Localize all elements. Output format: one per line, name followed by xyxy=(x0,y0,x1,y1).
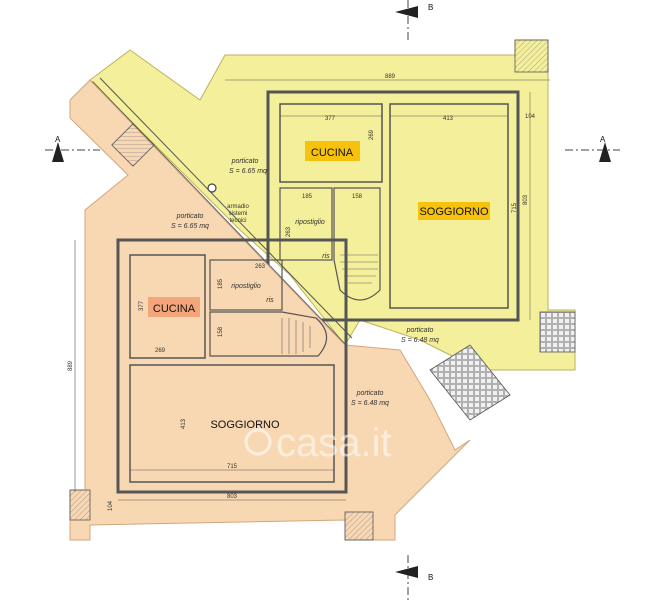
upper-cabinet-label-2: sistemi xyxy=(229,211,248,217)
upper-dim-right-small: 104 xyxy=(525,114,536,120)
section-arrow-a-right xyxy=(599,142,611,162)
lower-porch-top-area: S = 6.65 mq xyxy=(171,223,209,230)
lower-porch-steps-left xyxy=(69,489,91,521)
lower-unit: 889 377 269 185 263 158 413 715 803 104 … xyxy=(68,79,471,541)
lower-porch-bottom-label: porticato xyxy=(356,390,384,397)
lower-dim-total-width: 803 xyxy=(227,494,238,500)
upper-porch-steps-top xyxy=(514,39,549,73)
lower-dim-total-height: 889 xyxy=(68,360,74,371)
upper-dim-closet-depth: 263 xyxy=(286,226,292,237)
upper-dim-stair-width: 158 xyxy=(352,194,363,200)
lower-kitchen-label: CUCINA xyxy=(153,303,196,315)
watermark-logo-icon xyxy=(244,428,272,456)
upper-diagonal-wall-inner xyxy=(99,77,353,339)
upper-porch-top-area: S = 6.65 mq xyxy=(229,168,267,175)
upper-porch-bottom-label: porticato xyxy=(406,327,434,334)
lower-dim-left-small: 104 xyxy=(108,500,114,511)
upper-living-highlight xyxy=(418,202,490,220)
upper-cabinet-label-1: armadio xyxy=(227,204,249,210)
upper-column xyxy=(207,183,217,193)
lower-living-label: SOGGIORNO xyxy=(210,419,280,431)
section-arrow-b-bottom xyxy=(395,566,418,578)
section-label-right-a: A xyxy=(600,135,606,144)
upper-porch-bottom-area: S = 6.48 mq xyxy=(401,337,439,344)
lower-dim-closet-height: 185 xyxy=(218,278,224,289)
upper-porch-top-label: porticato xyxy=(231,158,259,165)
upper-dim-living-depth: 803 xyxy=(523,194,529,205)
lower-dim-kitchen-width: 269 xyxy=(155,348,166,354)
watermark-text: casa.it xyxy=(276,421,392,465)
upper-dim-living-height: 715 xyxy=(512,202,518,213)
section-label-bottom-b: B xyxy=(428,573,433,582)
upper-closet-room xyxy=(279,187,333,261)
lower-living-room xyxy=(129,364,335,483)
lower-kitchen-highlight xyxy=(148,297,200,317)
upper-living-room xyxy=(389,103,509,309)
lower-porch-top-label: porticato xyxy=(176,213,204,220)
upper-living-label: SOGGIORNO xyxy=(419,206,489,218)
lower-stair xyxy=(209,311,328,357)
upper-dim-total-width: 889 xyxy=(385,74,396,80)
upper-kitchen-label: CUCINA xyxy=(311,147,354,159)
upper-riser-label: ris xyxy=(322,253,330,260)
lower-outer-wall xyxy=(116,238,348,494)
lower-dim-closet-width: 263 xyxy=(255,264,266,270)
section-marks: B B A A xyxy=(45,0,620,600)
lower-dim-kitchen-side: 377 xyxy=(139,300,145,311)
upper-cabinet-label-3: tecnici xyxy=(229,218,246,224)
lower-porch-steps-top xyxy=(111,123,155,167)
lower-stair-steps xyxy=(281,318,311,354)
section-arrow-a-left xyxy=(52,142,64,162)
upper-dim-kitchen-width: 377 xyxy=(325,116,336,122)
upper-kitchen-room xyxy=(279,103,383,183)
lower-porch-steps-bottom xyxy=(344,511,374,541)
lower-kitchen-room xyxy=(129,254,206,359)
section-arrow-b-top xyxy=(395,6,418,18)
lower-dim-living-height: 413 xyxy=(181,418,187,429)
upper-porch-tiles xyxy=(539,311,576,353)
upper-stair xyxy=(333,187,381,301)
upper-outer-wall xyxy=(266,90,520,322)
section-label-top-b: B xyxy=(428,3,433,12)
upper-dim-living-width: 413 xyxy=(443,116,454,122)
upper-kitchen-highlight xyxy=(305,141,360,161)
upper-dim-kitchen-depth: 269 xyxy=(369,129,375,140)
upper-porch-grid xyxy=(429,344,511,421)
upper-closet-label: ripostiglio xyxy=(295,219,325,226)
watermark: casa.it xyxy=(244,421,392,465)
lower-dim-living-width: 715 xyxy=(227,464,238,470)
lower-riser-label: ris xyxy=(266,297,274,304)
lower-closet-room xyxy=(209,259,283,311)
section-label-left-a: A xyxy=(55,135,61,144)
lower-closet-label: ripostiglio xyxy=(231,283,261,290)
lower-dim-stair-height: 158 xyxy=(218,326,224,337)
lower-porch-bottom-area: S = 6.48 mq xyxy=(351,400,389,407)
upper-dim-closet-width: 185 xyxy=(302,194,313,200)
